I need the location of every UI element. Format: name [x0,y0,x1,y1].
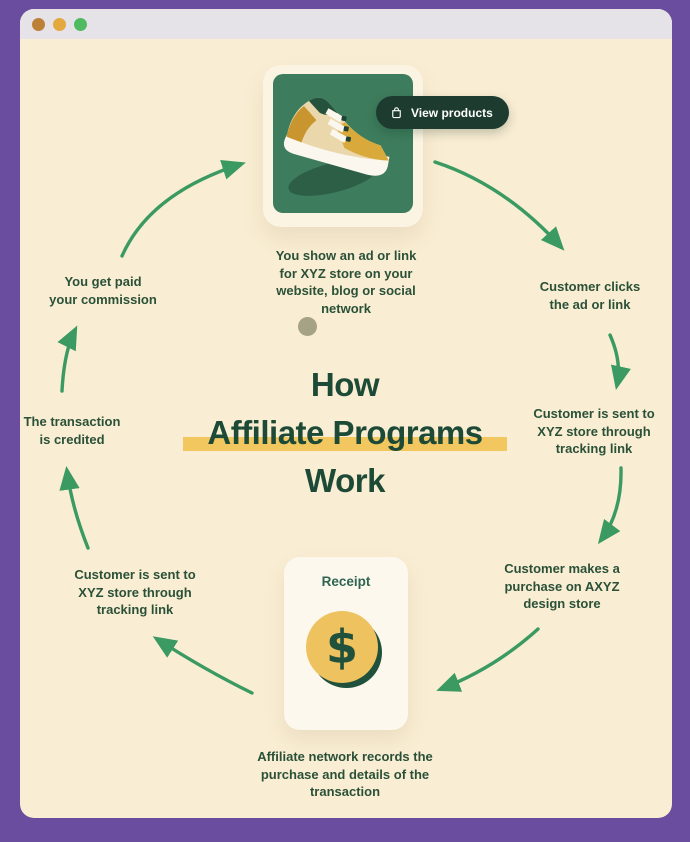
title-highlight-bar [183,437,507,451]
product-card [263,65,423,227]
step-network-records: Affiliate network records the purchase a… [257,749,433,799]
close-window-button[interactable] [32,17,45,31]
sneaker-illustration [273,74,413,213]
step-transaction-credited: The transaction is credited [23,414,121,447]
step-get-paid: You get paid your commission [49,274,157,307]
step-sent-to-store-left: Customer is sent to XYZ store through tr… [74,567,196,617]
title-line-1: How [310,366,380,403]
receipt-card: Receipt $ [284,557,408,730]
olive-dot [298,317,317,336]
page-title: How Affiliate Programs Work [0,361,690,505]
view-products-button[interactable]: View products [376,96,509,129]
title-line-2: Affiliate Programs [207,414,483,451]
minimize-window-button[interactable] [53,17,66,31]
dollar-sign: $ [325,620,358,674]
step-customer-clicks: Customer clicks the ad or link [539,279,641,312]
window-titlebar [20,9,672,39]
step-sent-to-store-right: Customer is sent to XYZ store through tr… [533,406,655,456]
step-makes-purchase: Customer makes a purchase on AXYZ design… [504,561,620,611]
receipt-label: Receipt [321,574,371,589]
view-products-label: View products [411,105,493,120]
shopping-bag-icon [389,105,404,120]
zoom-window-button[interactable] [74,17,87,31]
step-show-ad: You show an ad or link for XYZ store on … [275,248,417,316]
dollar-coin: $ [306,611,378,683]
title-line-3: Work [305,462,385,499]
